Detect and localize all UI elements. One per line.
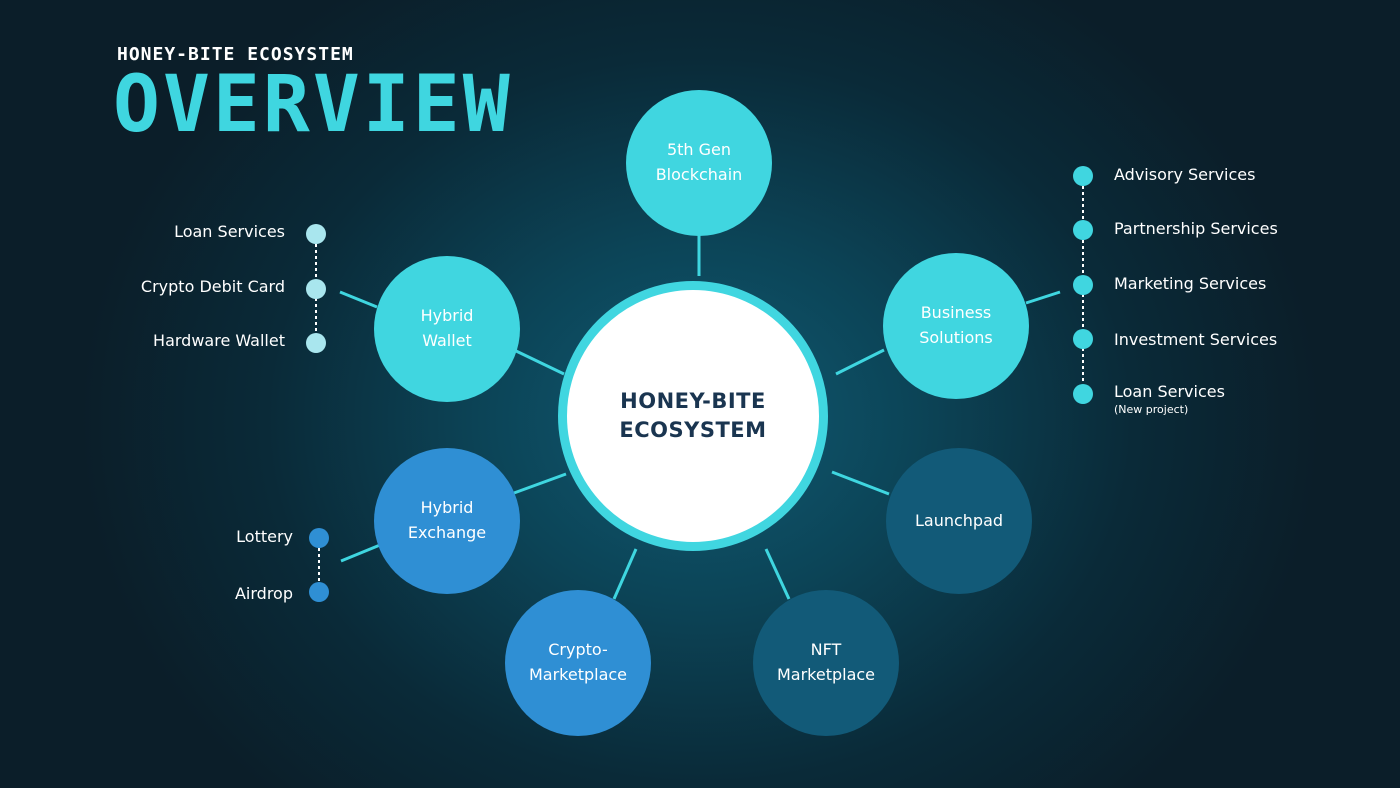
link-business-items xyxy=(1025,290,1061,305)
node-business-solutions-label: Business Solutions xyxy=(919,303,993,347)
node-business-solutions: Business Solutions xyxy=(883,253,1029,399)
eyebrow-title: HONEY-BITE ECOSYSTEM xyxy=(117,44,354,65)
business-item-advisory-services: Advisory Services xyxy=(1114,165,1256,184)
wallet-item-loan-services: Loan Services xyxy=(174,222,285,241)
business-item-dot xyxy=(1073,275,1093,295)
exchange-item-airdrop: Airdrop xyxy=(234,584,293,603)
link-exchange xyxy=(513,472,567,495)
exchange-item-lottery: Lottery xyxy=(236,527,293,546)
node-hybrid-wallet: Hybrid Wallet xyxy=(374,256,520,402)
center-node: HONEY-BITE ECOSYSTEM xyxy=(558,281,828,551)
wallet-item-dot xyxy=(306,224,326,244)
wallet-item-crypto-debit-card: Crypto Debit Card xyxy=(140,277,285,296)
node-blockchain: 5th Gen Blockchain xyxy=(626,90,772,236)
link-nft-marketplace xyxy=(764,548,791,600)
node-crypto-marketplace: Crypto- Marketplace xyxy=(505,590,651,736)
business-item-dot xyxy=(1073,329,1093,349)
node-nft-marketplace: NFT Marketplace xyxy=(753,590,899,736)
business-item-partnership-services: Partnership Services xyxy=(1114,219,1278,238)
business-item-dot xyxy=(1073,166,1093,186)
center-node-label: HONEY-BITE ECOSYSTEM xyxy=(619,388,767,442)
node-launchpad-label: Launchpad xyxy=(914,510,1004,530)
link-wallet-items xyxy=(339,290,378,309)
exchange-item-dot xyxy=(309,582,329,602)
business-item-dot xyxy=(1073,384,1093,404)
page-title: OVERVIEW xyxy=(113,60,513,150)
link-business xyxy=(835,348,885,376)
node-hybrid-exchange-label: Hybrid Exchange xyxy=(407,498,487,542)
wallet-item-hardware-wallet: Hardware Wallet xyxy=(153,331,285,350)
business-item-loan-services: Loan Services xyxy=(1114,382,1225,401)
wallet-item-dot xyxy=(306,279,326,299)
link-crypto-marketplace xyxy=(612,548,638,600)
node-blockchain-label: 5th Gen Blockchain xyxy=(655,140,743,184)
node-nft-marketplace-label: NFT Marketplace xyxy=(776,640,876,684)
business-item-marketing-services: Marketing Services xyxy=(1114,274,1267,293)
link-wallet xyxy=(513,348,565,376)
wallet-item-dot xyxy=(306,333,326,353)
node-launchpad: Launchpad xyxy=(886,448,1032,594)
node-hybrid-exchange: Hybrid Exchange xyxy=(374,448,520,594)
link-launchpad xyxy=(831,470,890,496)
business-item-dot xyxy=(1073,220,1093,240)
node-crypto-marketplace-label: Crypto- Marketplace xyxy=(528,640,628,684)
business-item-note: (New project) xyxy=(1114,403,1189,416)
exchange-item-dot xyxy=(309,528,329,548)
business-item-investment-services: Investment Services xyxy=(1114,330,1278,349)
link-exchange-items xyxy=(340,543,381,563)
node-hybrid-wallet-label: Hybrid Wallet xyxy=(420,306,474,350)
